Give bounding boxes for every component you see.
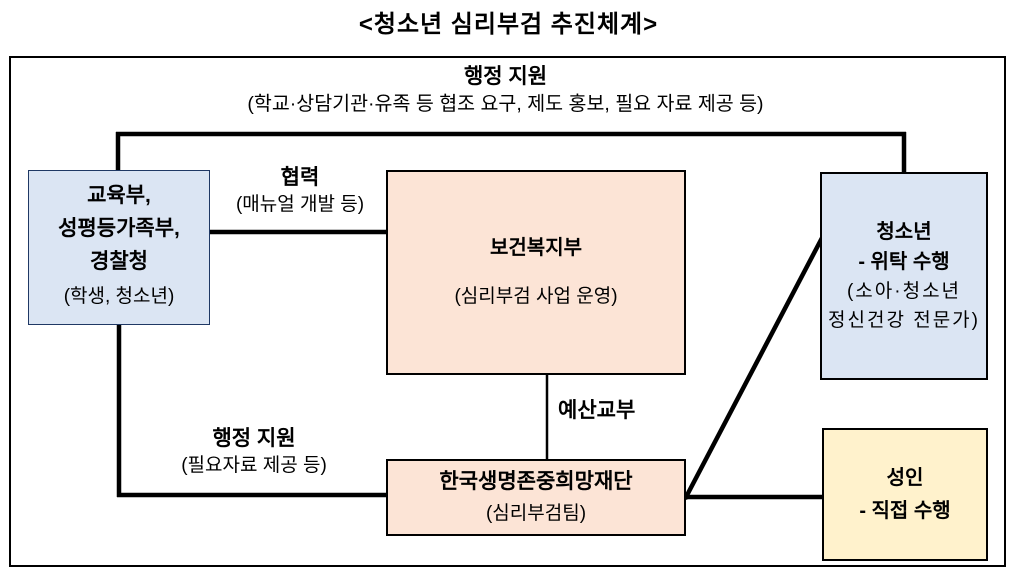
ministries-line3: 경찰청: [90, 250, 148, 274]
mohw-sublabel: (심리부검 사업 운영): [454, 286, 618, 308]
ministries-line1: 교육부,: [87, 184, 151, 208]
cooperation-label-group: 협력 (매뉴얼 개발 등): [212, 163, 388, 219]
foundation-sublabel: (심리부검팀): [485, 503, 587, 525]
youth-label: 청소년: [876, 220, 932, 243]
admin-support-sublabel: (필요자료 제공 등): [181, 455, 327, 477]
youth-box: 청소년 - 위탁 수행 (소아·청소년 정신건강 전문가): [820, 172, 988, 380]
youth-sublabel-line1: (소아·청소년: [846, 280, 962, 302]
cooperation-label: 협력: [280, 166, 320, 189]
adult-label: 성인: [886, 466, 924, 489]
budget-label: 예산교부: [558, 399, 636, 422]
mohw-box: 보건복지부 (심리부검 사업 운영): [386, 170, 686, 375]
foundation-to-youth-diagonal: [683, 234, 825, 501]
diagram-title: <청소년 심리부검 추진체계>: [358, 11, 659, 38]
mohw-label: 보건복지부: [490, 237, 582, 260]
admin-support-label: 행정 지원: [212, 427, 296, 450]
adult-box: 성인 - 직접 수행: [822, 428, 988, 561]
foundation-box: 한국생명존중희망재단 (심리부검팀): [386, 459, 686, 536]
cooperation-sublabel: (매뉴얼 개발 등): [235, 194, 365, 216]
youth-sublabel-line2: 정신건강 전문가): [828, 309, 980, 331]
ministries-sublabel: (학생, 청소년): [63, 286, 175, 308]
adult-role: - 직접 수행: [859, 499, 951, 522]
ministries-line2: 성평등가족부,: [58, 217, 180, 241]
top-support-sublabel: (학교·상담기관·유족 등 협조 요구, 제도 홍보, 필요 자료 제공 등): [247, 93, 764, 116]
top-support-label: 행정 지원: [463, 65, 548, 88]
foundation-label: 한국생명존중희망재단: [439, 470, 633, 493]
budget-label-group: 예산교부: [558, 396, 635, 425]
ministries-box: 교육부, 성평등가족부, 경찰청 (학생, 청소년): [28, 170, 210, 325]
top-support-label-group: 행정 지원 (학교·상담기관·유족 등 협조 요구, 제도 홍보, 필요 자료 …: [9, 62, 1002, 119]
admin-support-label-group: 행정 지원 (필요자료 제공 등): [128, 424, 380, 480]
youth-role: - 위탁 수행: [858, 250, 950, 273]
